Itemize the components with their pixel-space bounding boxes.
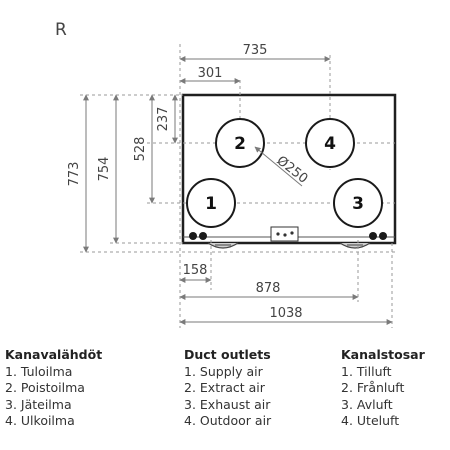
outlet-circle-4 [305,118,355,168]
legend-swedish-item-4: 4. Uteluft [341,413,400,428]
legend-swedish-item-2: 2. Frånluft [341,380,405,395]
outlet-circle-1 [186,178,236,228]
base-connector-left [189,232,207,240]
diameter-leader [254,146,303,187]
dimension-drawing: R 735 301 237 528 [55,20,397,328]
legend-english-item-3: 3. Exhaust air [184,396,271,412]
legend-finnish-item-3: 3. Jäteilma [5,396,72,412]
dim-total-width: 1038 [269,306,302,321]
legend-swedish-item-1: 1. Tilluft [341,363,392,379]
outlet-number-2: 2 [234,134,246,154]
drain-outlet-right [339,242,371,249]
legend-english-title: Duct outlets [184,347,271,362]
outlet-number-3: 3 [352,194,364,214]
dim-upper-height: 528 [133,137,148,162]
outlet-number-1: 1 [205,194,217,214]
legend-english: Duct outlets 1. Supply air 2. Extract ai… [184,347,271,430]
legend-finnish-title: Kanavalähdöt [5,347,103,362]
dim-body-height: 754 [97,157,112,182]
outlet-circle-2 [215,118,265,168]
dim-outlet-spacing: 735 [243,43,268,58]
base-connector-right [369,232,387,240]
drain-outlet-left [207,242,239,249]
dim-bottom-offset: 158 [183,263,208,278]
dim-bottom-spacing: 878 [256,281,281,296]
legend-swedish-item-3: 3. Avluft [341,396,393,412]
legend-english-item-1: 1. Supply air [184,363,263,379]
dim-top-offset: 237 [156,107,171,132]
legend-finnish: Kanavalähdöt 1. Tuloilma 2. Poistoilma 3… [5,347,102,430]
legend-finnish-item-1: 1. Tuloilma [5,363,73,379]
outlet-circle-3 [333,178,383,228]
legend-swedish: Kanalstosar 1. Tilluft 2. Frånluft 3. Av… [341,347,425,430]
dim-total-height: 773 [67,162,82,187]
legend-finnish-item-2: 2. Poistoilma [5,380,85,395]
electrical-connector-icon [270,226,299,242]
legend-finnish-item-4: 4. Ulkoilma [5,413,75,428]
legend-english-item-2: 2. Extract air [184,380,265,395]
legend-english-item-4: 4. Outdoor air [184,413,272,428]
dim-left-offset: 301 [198,66,223,81]
variant-label: R [55,20,67,40]
legend-swedish-title: Kanalstosar [341,347,425,362]
outlet-number-4: 4 [324,134,336,154]
